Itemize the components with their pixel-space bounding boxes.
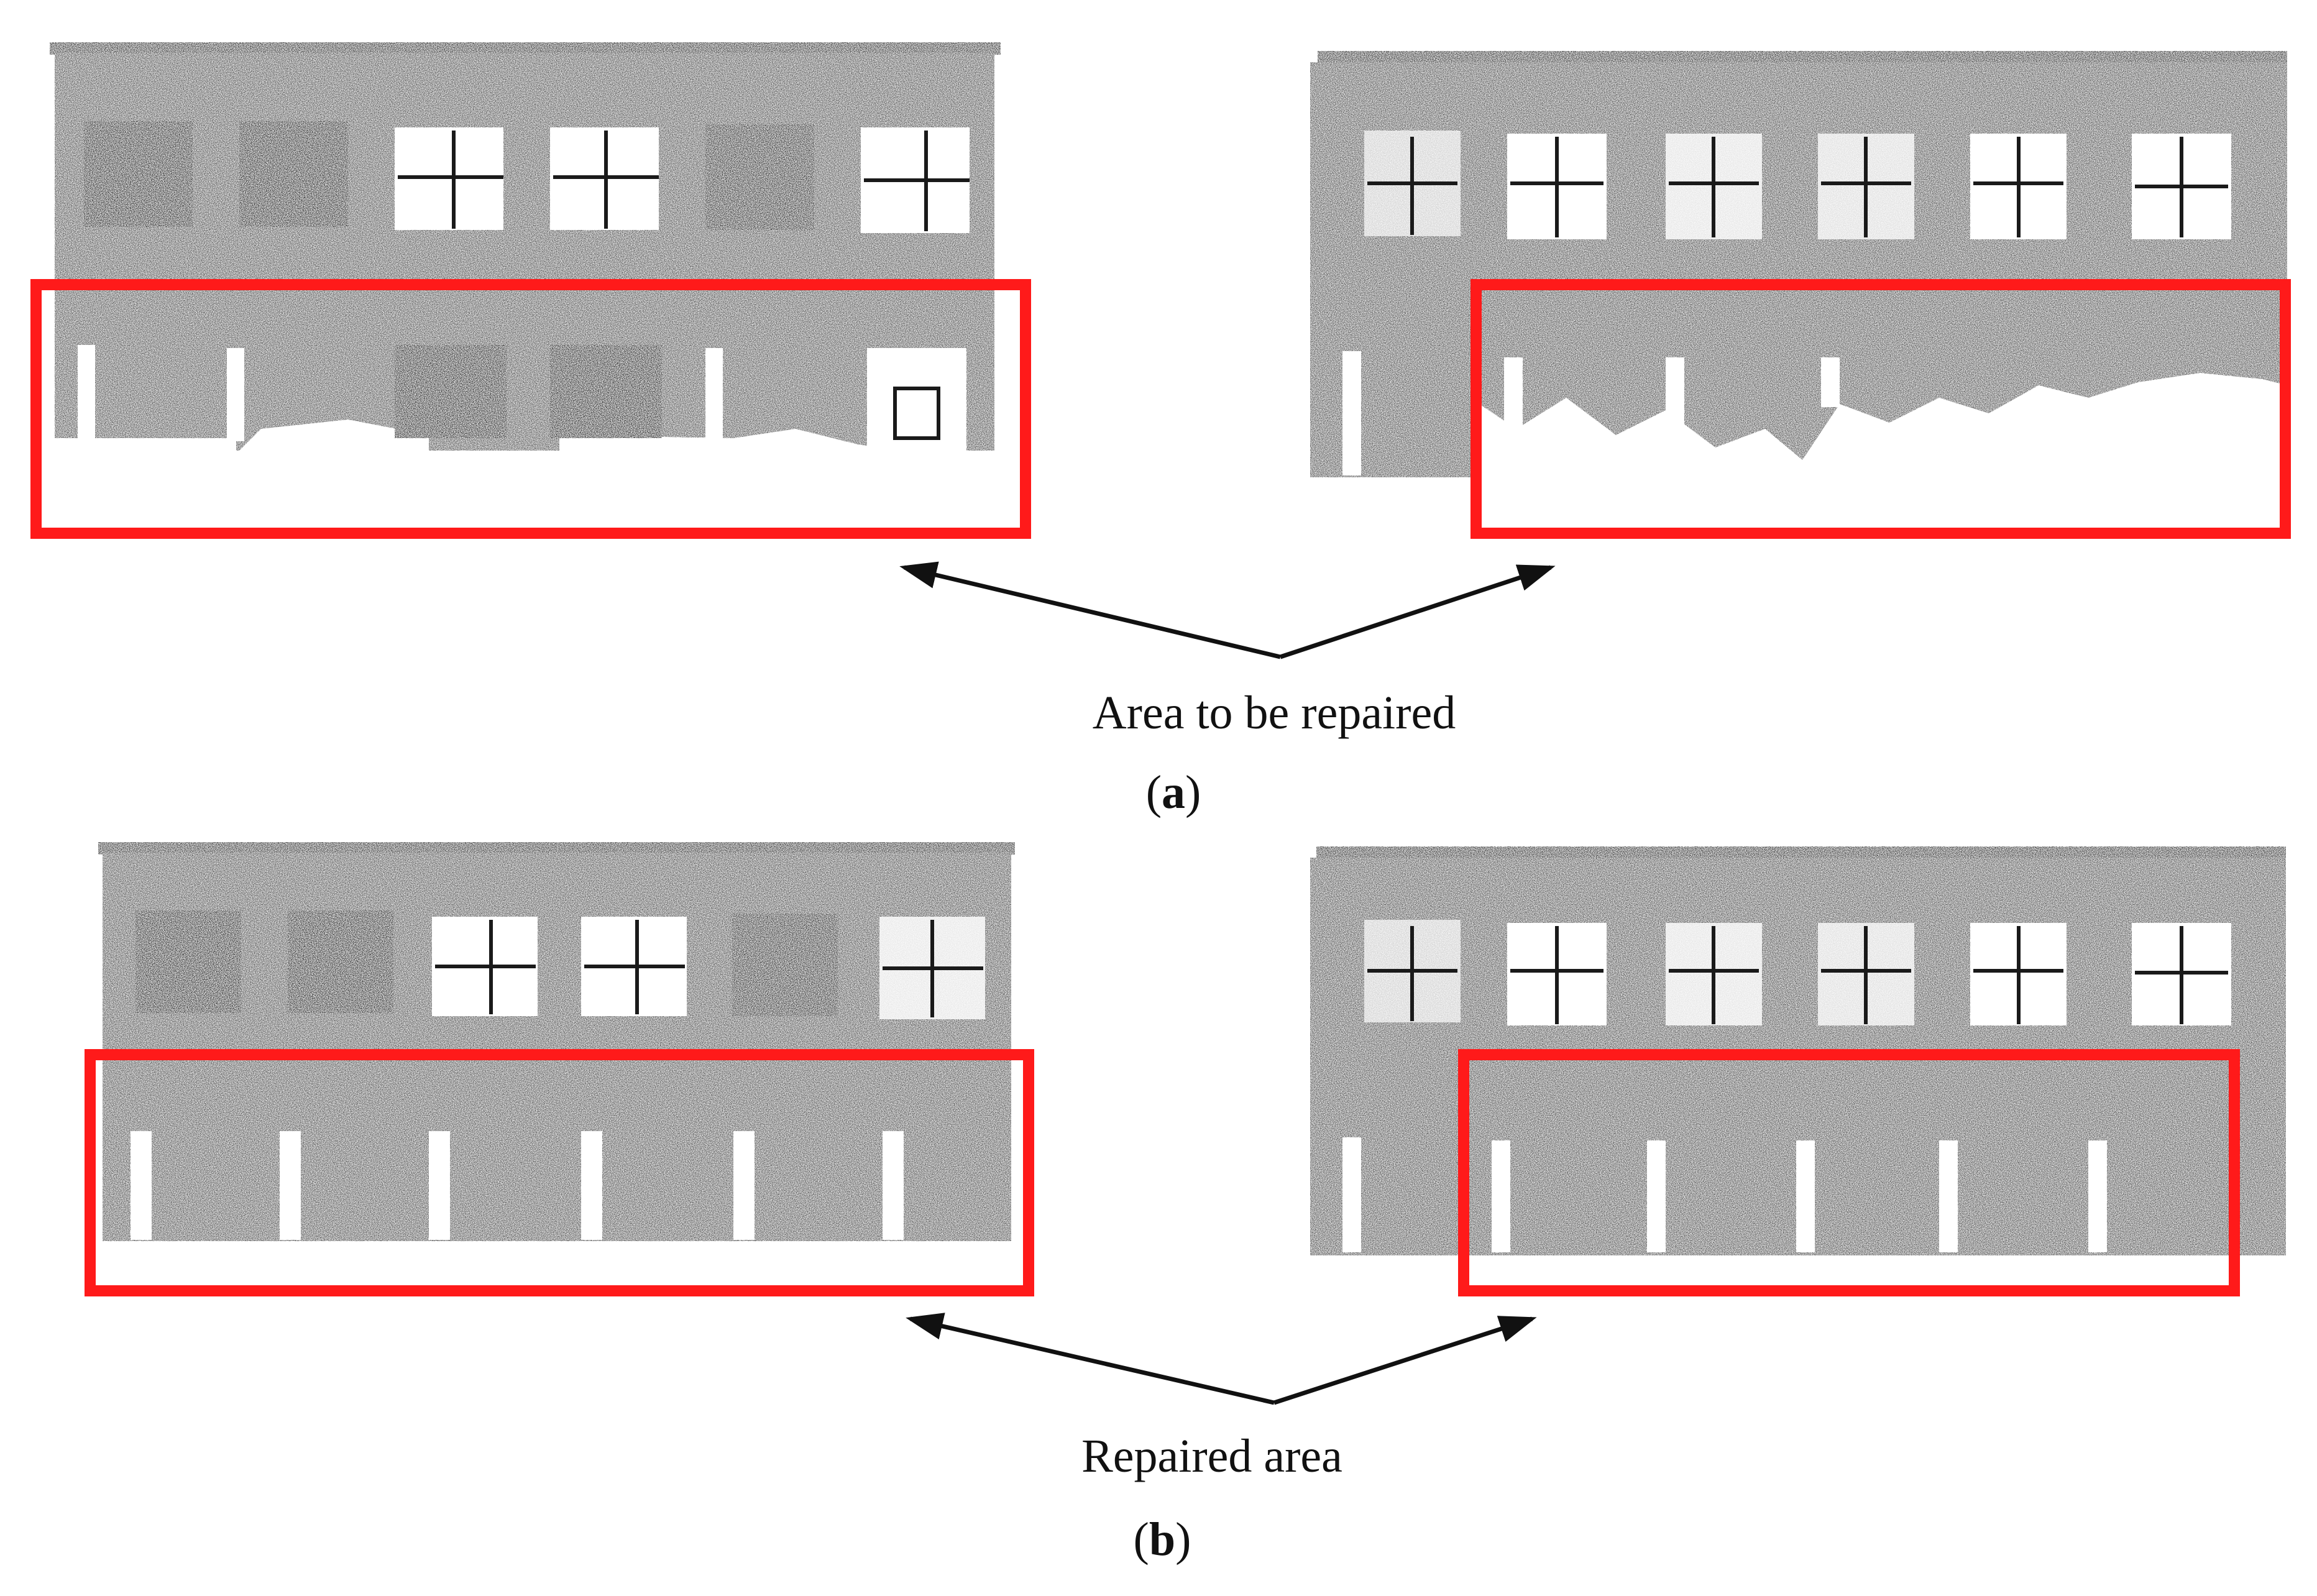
- callout-arrows-a: [899, 561, 1556, 659]
- panel-label-a: (a): [1146, 766, 1201, 819]
- point-cloud-facade-b-left: [98, 842, 1015, 1241]
- arrow-caption-a: Area to be repaired: [1093, 687, 1456, 739]
- window-frames-a-right: [1367, 137, 2228, 237]
- callout-arrows-b: [906, 1313, 1537, 1405]
- highlight-box-a-left: [30, 279, 1031, 539]
- point-cloud-facade-a-right: [1310, 51, 2287, 479]
- window-frames-b-right: [1367, 926, 2228, 1024]
- highlight-box-a-right: [1470, 279, 2291, 539]
- highlight-box-b-left: [85, 1049, 1034, 1296]
- window-frames-b-left: [435, 920, 983, 1017]
- panel-label-b: (b): [1134, 1513, 1191, 1566]
- point-cloud-facade-a-left: [50, 42, 1001, 460]
- window-frames-a-left: [398, 131, 970, 440]
- highlight-box-b-right: [1458, 1049, 2240, 1296]
- panel-b: Repaired area (b): [85, 842, 2286, 1566]
- panel-a: Area to be repaired (a): [30, 42, 2291, 819]
- arrow-caption-b: Repaired area: [1081, 1430, 1342, 1482]
